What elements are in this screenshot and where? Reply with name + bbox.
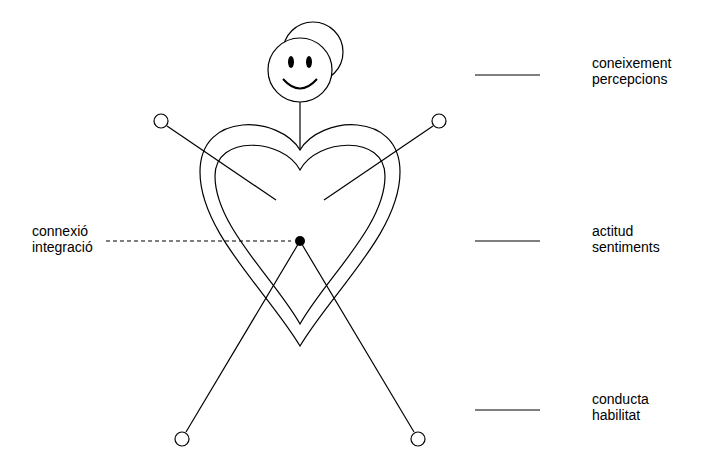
right-leg [300, 241, 414, 432]
head-circle [268, 38, 332, 102]
right-hand [432, 114, 446, 128]
label-text: coneixement percepcions [592, 55, 671, 87]
dashed-leader [106, 240, 291, 241]
smile [283, 79, 317, 89]
left-leg [186, 241, 300, 432]
label-text: actitud sentiments [592, 223, 660, 255]
right-eye [306, 56, 312, 68]
neck-line [299, 102, 300, 150]
label-text: connexió integració [32, 223, 93, 255]
level-line [475, 409, 540, 410]
level-line [475, 240, 540, 241]
heart-inner [215, 145, 385, 324]
label-text: conducta habilitat [592, 391, 649, 423]
right-foot [411, 432, 425, 446]
left-eye [288, 56, 294, 68]
left-foot [175, 432, 189, 446]
heart-outer [200, 125, 400, 346]
left-arm [167, 126, 276, 200]
left-hand [154, 114, 168, 128]
centre-dot [295, 236, 305, 246]
level-line [475, 74, 540, 75]
right-arm [324, 126, 433, 200]
